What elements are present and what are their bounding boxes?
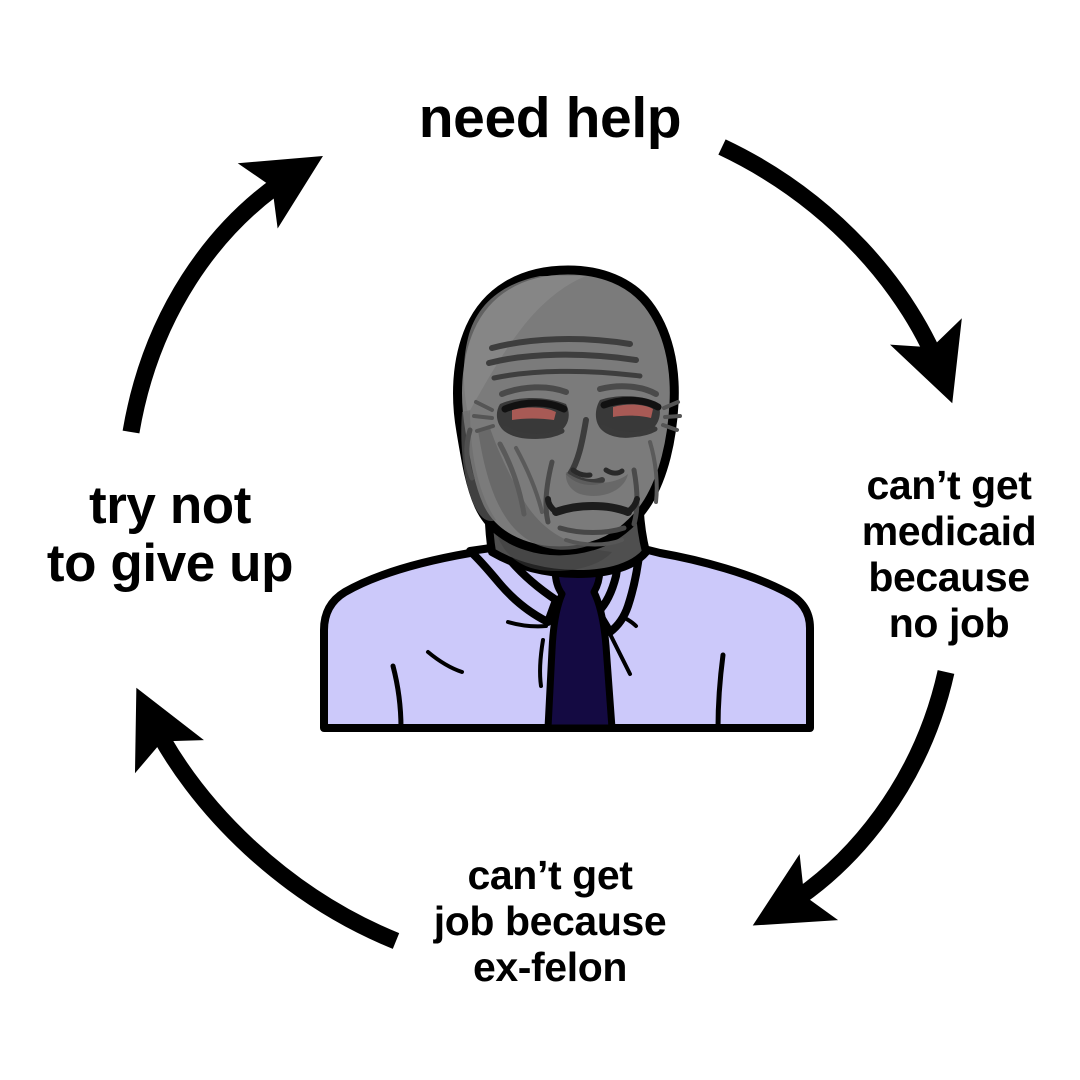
- eyelid-left: [501, 399, 568, 413]
- eyelid-right: [600, 396, 662, 411]
- wojak-body: [320, 265, 814, 732]
- head-highlight: [463, 276, 586, 414]
- arrow-left-to-top: [122, 155, 323, 434]
- cheek-wrinkle-left: [497, 441, 527, 517]
- collar-left: [466, 543, 560, 626]
- shirt-fold-3: [537, 638, 545, 688]
- ear-hint: [464, 427, 475, 481]
- crows-feet-right: [661, 400, 682, 432]
- eye-right: [613, 404, 653, 418]
- mouth-corner-left: [545, 496, 559, 515]
- collar-right: [594, 544, 644, 636]
- nose-nostril-left: [570, 467, 593, 478]
- shirt-fold-5: [608, 632, 632, 676]
- arrow-right-to-bottom: [752, 670, 955, 926]
- nose-shadow: [565, 472, 628, 496]
- forehead-wrinkle-3: [491, 368, 643, 381]
- mouth-lower-lip: [557, 525, 627, 535]
- under-eye-left: [502, 425, 565, 439]
- shirt-right-seam: [715, 652, 726, 731]
- forehead-wrinkle-1: [489, 336, 633, 351]
- cycle-label-cant-get-job: can’t get job because ex-felon: [433, 852, 667, 990]
- nose-nostril-right: [603, 467, 625, 476]
- cheek-wrinkle-left-2: [514, 446, 544, 514]
- brow-left: [499, 384, 569, 397]
- head-shading-jaw: [478, 428, 588, 550]
- arrow-bottom-to-left: [134, 687, 400, 949]
- shirt-fold-1: [426, 650, 464, 674]
- under-eye-right: [600, 424, 658, 437]
- forehead-wrinkle-2: [486, 351, 639, 366]
- cycle-label-try-not-to-give-up: try not to give up: [46, 476, 294, 594]
- crows-feet-left: [472, 400, 495, 433]
- tie: [544, 546, 616, 732]
- cycle-label-cant-get-medicaid: can’t get medicaid because no job: [861, 462, 1037, 646]
- mouth-corner-right: [625, 496, 640, 515]
- eye-left: [512, 407, 556, 420]
- nasolabial-left: [543, 459, 555, 525]
- shirt-left-seam: [390, 663, 404, 731]
- arrow-top-to-right: [718, 139, 962, 404]
- cheek-wrinkle-right: [648, 440, 659, 504]
- mouth: [552, 502, 632, 516]
- shirt-fold-2: [506, 620, 548, 629]
- chin-crease: [564, 538, 624, 547]
- brow-right: [597, 383, 659, 397]
- nose: [566, 417, 605, 485]
- cycle-label-need-help: need help: [418, 86, 682, 150]
